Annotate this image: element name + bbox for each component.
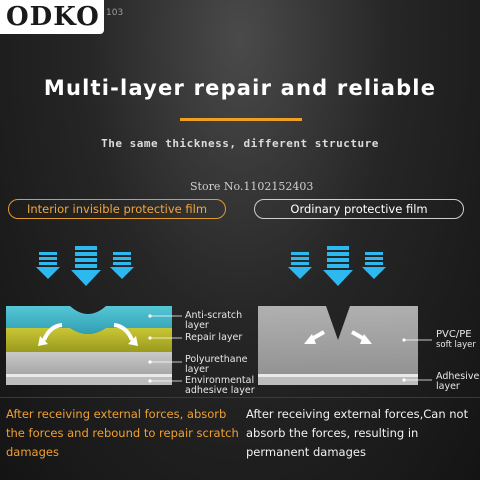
logo-mark: 103	[106, 8, 124, 18]
subheadline: The same thickness, different structure	[101, 137, 379, 150]
label-line: layer	[185, 320, 209, 331]
right-film-layers	[258, 306, 432, 385]
left-force-arrows-icon	[36, 246, 134, 286]
label-anti-scratch: Anti-scratch layer	[185, 311, 242, 331]
label-pvc-pe: PVC/PE soft layer	[436, 329, 476, 351]
label-line: Anti-scratch	[185, 310, 243, 321]
label-polyurethane: Polyurethane layer	[185, 355, 247, 375]
store-number: Store No.1102152403	[190, 180, 314, 193]
label-line: soft layer	[436, 340, 476, 350]
right-title-pill: Ordinary protective film	[254, 199, 464, 219]
label-adhesive: Adhesive layer	[436, 372, 479, 392]
left-title-pill: Interior invisible protective film	[8, 199, 226, 219]
left-film-layers	[6, 306, 182, 385]
headline: Multi-layer repair and reliable	[43, 76, 437, 100]
left-caption: After receiving external forces, absorb …	[6, 407, 239, 459]
label-line: PVC/PE	[436, 329, 472, 340]
label-line: Polyurethane	[185, 354, 248, 365]
label-line: Environmental	[185, 375, 255, 386]
logo-text: ODKO	[6, 2, 100, 32]
label-line: adhesive layer	[185, 385, 255, 396]
right-caption: After receiving external forces,Can not …	[246, 407, 469, 459]
label-line: layer	[185, 364, 209, 375]
brand-logo: ODKO	[0, 0, 104, 34]
label-repair: Repair layer	[185, 332, 243, 343]
label-line: layer	[436, 381, 460, 392]
label-line: Adhesive	[436, 371, 480, 382]
divider	[0, 397, 480, 398]
right-force-arrows-icon	[288, 246, 386, 286]
label-environmental-adhesive: Environmental adhesive layer	[185, 376, 255, 396]
headline-underline	[180, 118, 302, 121]
